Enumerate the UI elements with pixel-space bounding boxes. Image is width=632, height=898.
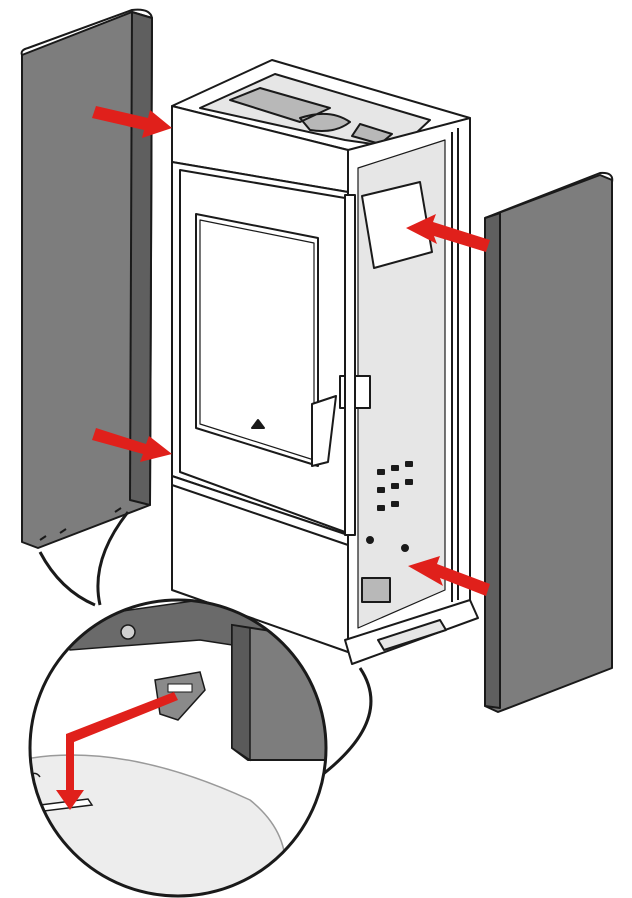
right-side-panel: [484, 171, 614, 713]
right-panel-top-lip: [484, 171, 614, 219]
left-panel-top-lip: [20, 8, 153, 56]
stove-base-slot: [377, 619, 447, 651]
zoom-connector-left: [38, 551, 96, 607]
arrow-top-right: [406, 214, 490, 252]
arrow-top-left: [92, 106, 172, 138]
arrow-bottom-left: [92, 428, 172, 462]
left-panel-edge: [129, 11, 153, 506]
zoom-connectors: [38, 511, 373, 780]
zoom-connector-right: [317, 667, 373, 780]
zoom-clip-slot: [167, 683, 193, 693]
left-side-panel: [20, 8, 153, 549]
stove-body: [171, 59, 479, 665]
stove-door-handle: [311, 395, 337, 467]
stove-door-edge: [344, 194, 356, 536]
right-panel-face: [484, 174, 613, 713]
arrow-bottom-right: [408, 556, 490, 596]
zoom-panel-edge: [231, 624, 251, 762]
zoom-connector-mid: [96, 511, 130, 606]
assembly-arrows: [56, 106, 490, 810]
zoom-shelf-hole: [120, 624, 136, 640]
stove-side-holes: [366, 461, 413, 552]
stove-top-mechanics: [229, 87, 393, 145]
detail-zoom: [28, 598, 328, 898]
stove-door-glass: [195, 213, 319, 467]
zoom-circle-rim: [28, 598, 328, 898]
stove-logo-mark: [251, 419, 265, 429]
stove-side-vent: [361, 577, 391, 603]
stove-drawer-line: [171, 484, 349, 546]
left-panel-bottom-tabs: [39, 507, 122, 541]
right-panel-edge: [484, 212, 501, 709]
arrow-zoom-insert: [56, 692, 178, 810]
stove-side-bracket: [361, 181, 433, 269]
